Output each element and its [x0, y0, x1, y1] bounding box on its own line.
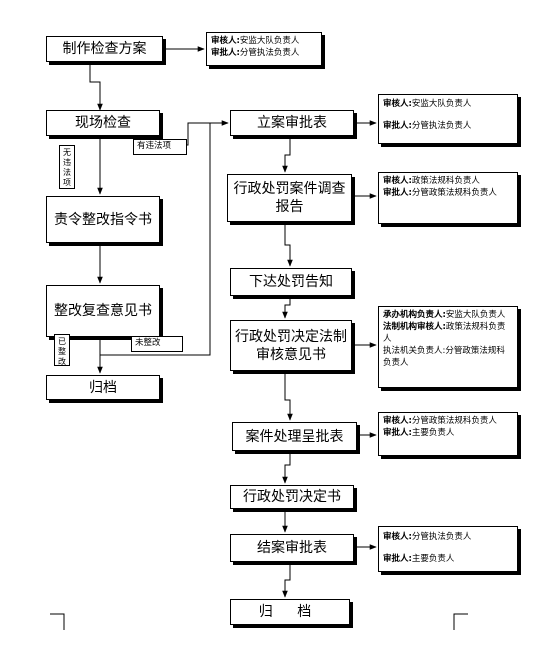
- step-close-approval: 结案审批表: [230, 534, 354, 562]
- note-plan: 审核人:安监大队负责人 审批人:分管执法负责人: [206, 32, 322, 66]
- step-penalty-decision-label: 行政处罚决定书: [243, 489, 341, 505]
- step-case-handling: 案件处理呈批表: [232, 422, 357, 451]
- arrow-notice-to-review: [282, 296, 291, 319]
- note-plan-person-1: 安监大队负责人: [239, 36, 300, 46]
- note-handling-person-2: 主要负责人: [411, 428, 455, 438]
- step-investigation-report: 行政处罚案件调查报告: [227, 174, 352, 222]
- step-rectification-order-label: 责令整改指令书: [54, 211, 152, 228]
- step-archive-right-label: 归 档: [258, 604, 322, 620]
- tag-no-violation-label: 无违法项: [63, 148, 71, 187]
- step-make-plan: 制作检查方案: [46, 36, 163, 62]
- arrow-plan-to-site: [89, 62, 103, 111]
- step-rectification-order: 责令整改指令书: [46, 196, 160, 243]
- step-close-approval-label: 结案审批表: [257, 540, 327, 556]
- step-penalty-notice: 下达处罚告知: [230, 268, 352, 296]
- step-archive-right: 归 档: [230, 599, 350, 625]
- note-review-person-2: 政策法规科负责人: [383, 322, 506, 344]
- note-review-person-3: 分管政策法规科负责人: [383, 346, 505, 368]
- note-plan-role-1: 审核人:: [211, 36, 240, 46]
- step-case-handling-label: 案件处理呈批表: [245, 428, 344, 445]
- step-review-opinion-label: 整改复查意见书: [54, 303, 152, 319]
- note-review-role-1: 承办机构负责人:: [383, 310, 446, 320]
- arrow-investigation-to-notice: [284, 222, 293, 267]
- note-case-person-1: 安监大队负责人: [411, 99, 472, 109]
- step-make-plan-label: 制作检查方案: [62, 41, 147, 57]
- arrow-review-to-handling: [284, 371, 293, 421]
- note-close-role-2: 审批人:: [383, 554, 412, 564]
- tag-not-rectified-label: 未整改: [135, 338, 161, 348]
- note-review-role-3: 执法机关负责人:: [383, 346, 446, 356]
- step-archive-left: 归档: [46, 375, 160, 400]
- step-decision-legal-review-label: 行政处罚决定法制审核意见书: [235, 328, 347, 363]
- note-review-person-1: 安监大队负责人: [445, 310, 506, 320]
- tag-not-rectified: 未整改: [131, 336, 183, 352]
- note-handling-person-1: 分管政策法规科负责人: [411, 416, 497, 426]
- step-penalty-decision: 行政处罚决定书: [230, 485, 354, 509]
- note-case-role-2: 审批人:: [383, 121, 412, 131]
- note-close-person-2: 主要负责人: [411, 554, 455, 564]
- tag-has-violation: 有违法项: [133, 139, 187, 155]
- step-case-approval: 立案审批表: [230, 110, 354, 136]
- note-plan-role-2: 审批人:: [211, 48, 240, 58]
- note-handling-role-2: 审批人:: [383, 428, 412, 438]
- tag-rectified: 已整改: [54, 334, 70, 366]
- step-site-check-label: 现场检查: [75, 115, 131, 131]
- note-decision-review: 承办机构负责人:安监大队负责人 法制机构审核人:政策法规科负责人 执法机关负责人…: [378, 306, 518, 388]
- arrow-handling-to-decision: [282, 451, 291, 484]
- step-decision-legal-review: 行政处罚决定法制审核意见书: [230, 320, 352, 371]
- note-investigation-person-1: 政策法规科负责人: [411, 176, 480, 186]
- note-close-role-1: 审核人:: [383, 532, 412, 542]
- note-handling-role-1: 审核人:: [383, 416, 412, 426]
- note-case-handling: 审核人:分管政策法规科负责人 审批人:主要负责人: [378, 412, 518, 456]
- note-close-person-1: 分管执法负责人: [411, 532, 472, 542]
- step-penalty-notice-label: 下达处罚告知: [249, 274, 333, 290]
- step-review-opinion: 整改复查意见书: [46, 285, 160, 337]
- arrow-case-to-investigation: [282, 136, 291, 173]
- tag-has-violation-label: 有违法项: [137, 141, 172, 151]
- step-investigation-report-label: 行政处罚案件调查报告: [233, 181, 346, 215]
- note-investigation: 审核人:政策法规科负责人 审批人:分管政策法规科负责人: [378, 172, 518, 224]
- arrow-close-to-archive: [282, 562, 291, 598]
- note-plan-person-2: 分管执法负责人: [239, 48, 300, 58]
- note-case-person-2: 分管执法负责人: [411, 121, 472, 131]
- corner-mark-left: [50, 613, 65, 630]
- note-review-role-2: 法制机构审核人:: [383, 322, 446, 332]
- corner-mark-right: [453, 613, 468, 630]
- note-case-role-1: 审核人:: [383, 99, 412, 109]
- step-archive-left-label: 归档: [89, 379, 117, 396]
- tag-no-violation: 无违法项: [59, 145, 75, 189]
- tag-rectified-label: 已整改: [58, 337, 66, 366]
- step-case-approval-label: 立案审批表: [257, 115, 327, 131]
- note-case-approval: 审核人:安监大队负责人 审批人:分管执法负责人: [378, 94, 518, 144]
- note-close-approval: 审核人:分管执法负责人 审批人:主要负责人: [378, 526, 518, 572]
- note-investigation-role-1: 审核人:: [383, 176, 412, 186]
- step-site-check: 现场检查: [46, 110, 160, 136]
- note-investigation-role-2: 审批人:: [383, 188, 412, 198]
- note-investigation-person-2: 分管政策法规科负责人: [411, 188, 497, 198]
